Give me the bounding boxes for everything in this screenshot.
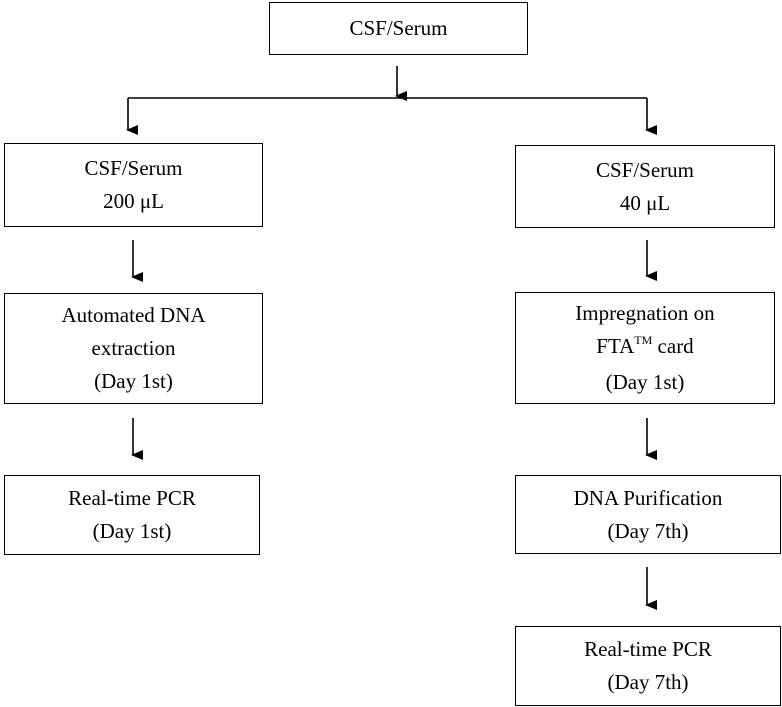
node-label: CSF/Serum [595, 157, 695, 182]
node-right-purification: DNA Purification (Day 7th) [515, 475, 781, 554]
node-label: extraction [91, 336, 176, 360]
node-right-impregnation: Impregnation on FTATM card (Day 1st) [515, 292, 775, 404]
node-day: (Day 1st) [92, 519, 172, 543]
node-label: Automated DNA [61, 303, 206, 327]
node-day: (Day 1st) [605, 370, 685, 394]
node-volume: 200 μL [103, 189, 164, 213]
node-left-extraction: Automated DNA extraction (Day 1st) [4, 293, 263, 404]
node-label: Real-time PCR [584, 637, 712, 661]
node-day: (Day 1st) [94, 369, 173, 393]
node-label: CSF/Serum [84, 156, 183, 180]
node-day: (Day 7th) [607, 518, 689, 543]
node-label: Impregnation on [575, 301, 715, 325]
node-label: CSF/Serum [349, 16, 448, 40]
fta-text: FTA [596, 334, 635, 358]
card-text: card [652, 334, 694, 358]
trademark-superscript: TM [634, 333, 653, 347]
node-right-sample: CSF/Serum 40 μL [515, 145, 775, 228]
node-left-pcr: Real-time PCR (Day 1st) [4, 475, 260, 555]
node-right-pcr: Real-time PCR (Day 7th) [515, 626, 781, 706]
node-left-sample: CSF/Serum 200 μL [4, 143, 263, 227]
node-day: (Day 7th) [607, 670, 689, 694]
node-top-csf-serum: CSF/Serum [269, 2, 528, 55]
node-label: DNA Purification [573, 485, 723, 510]
node-label-fta: FTATM card [596, 330, 693, 366]
node-label: Real-time PCR [68, 486, 196, 510]
node-volume: 40 μL [619, 190, 671, 215]
